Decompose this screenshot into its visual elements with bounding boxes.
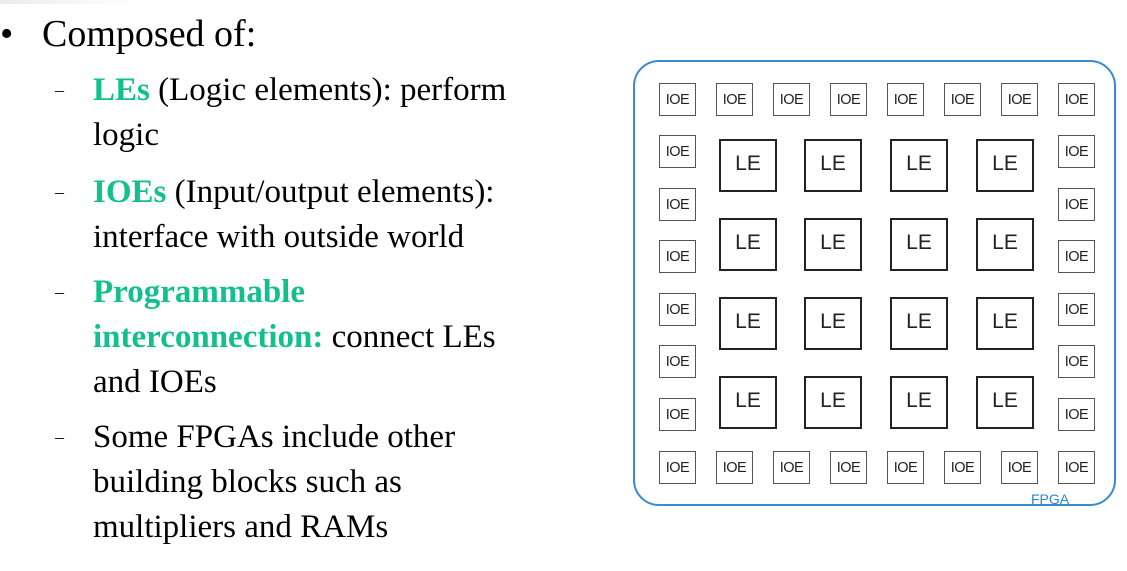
fpga-diagram (633, 60, 1116, 506)
ioe-block-bottom: IOE (830, 451, 867, 484)
ioe-block-right: IOE (1058, 293, 1095, 326)
fpga-label: FPGA (1031, 491, 1070, 507)
ioe-block-left: IOE (659, 293, 696, 326)
ioe-block-left: IOE (659, 398, 696, 431)
ioe-block-bottom: IOE (887, 451, 924, 484)
ioe-block-bottom: IOE (944, 451, 981, 484)
dash-icon: – (55, 282, 64, 302)
le-block: LE (976, 376, 1034, 429)
highlight-term: Programmable (93, 274, 306, 310)
ioe-block-bottom: IOE (1058, 451, 1095, 484)
ioe-block-left: IOE (659, 188, 696, 221)
ioe-block-bottom: IOE (1001, 451, 1038, 484)
ioe-block-left: IOE (659, 240, 696, 273)
ioe-block-bottom: IOE (716, 451, 753, 484)
ioe-block-top: IOE (830, 83, 867, 116)
subitem-text: interface with outside world (93, 219, 465, 255)
le-block: LE (890, 218, 948, 271)
dash-icon: – (55, 427, 64, 447)
bullet-text: Composed of: (42, 13, 257, 55)
slide-top-shade (0, 0, 140, 4)
subitem-text: multipliers and RAMs (93, 509, 389, 545)
le-block: LE (976, 218, 1034, 271)
ioe-block-top: IOE (659, 83, 696, 116)
ioe-block-right: IOE (1058, 135, 1095, 168)
subitem-text: building blocks such as (93, 464, 402, 500)
le-block: LE (890, 139, 948, 192)
le-block: LE (804, 139, 862, 192)
highlight-term: LEs (93, 72, 150, 108)
ioe-block-bottom: IOE (773, 451, 810, 484)
ioe-block-right: IOE (1058, 188, 1095, 221)
ioe-block-right: IOE (1058, 398, 1095, 431)
le-block: LE (719, 218, 777, 271)
subitem-text: Some FPGAs include other (93, 419, 456, 455)
le-block: LE (890, 376, 948, 429)
le-block: LE (804, 376, 862, 429)
le-block: LE (890, 297, 948, 350)
le-block: LE (719, 139, 777, 192)
subitem-text: connect LEs (323, 319, 496, 355)
subitem-text: (Logic elements): perform (149, 72, 507, 108)
le-block: LE (719, 376, 777, 429)
ioe-block-top: IOE (887, 83, 924, 116)
ioe-block-top: IOE (773, 83, 810, 116)
ioe-block-bottom: IOE (659, 451, 696, 484)
ioe-block-top: IOE (1058, 83, 1095, 116)
le-block: LE (976, 297, 1034, 350)
le-block: LE (804, 218, 862, 271)
ioe-block-top: IOE (716, 83, 753, 116)
dash-icon: – (55, 182, 64, 202)
ioe-block-top: IOE (1001, 83, 1038, 116)
le-block: LE (804, 297, 862, 350)
dash-icon: – (55, 80, 64, 100)
ioe-block-top: IOE (944, 83, 981, 116)
subitem-text: and IOEs (93, 364, 217, 400)
subitem-text: logic (93, 117, 159, 153)
ioe-block-right: IOE (1058, 345, 1095, 378)
highlight-term: interconnection: (93, 319, 324, 355)
subitem-text: (Input/output elements): (166, 174, 495, 210)
ioe-block-left: IOE (659, 345, 696, 378)
bullet-dot-icon: • (0, 13, 14, 55)
ioe-block-right: IOE (1058, 240, 1095, 273)
ioe-block-left: IOE (659, 135, 696, 168)
highlight-term: IOEs (93, 174, 167, 210)
le-block: LE (976, 139, 1034, 192)
le-block: LE (719, 297, 777, 350)
